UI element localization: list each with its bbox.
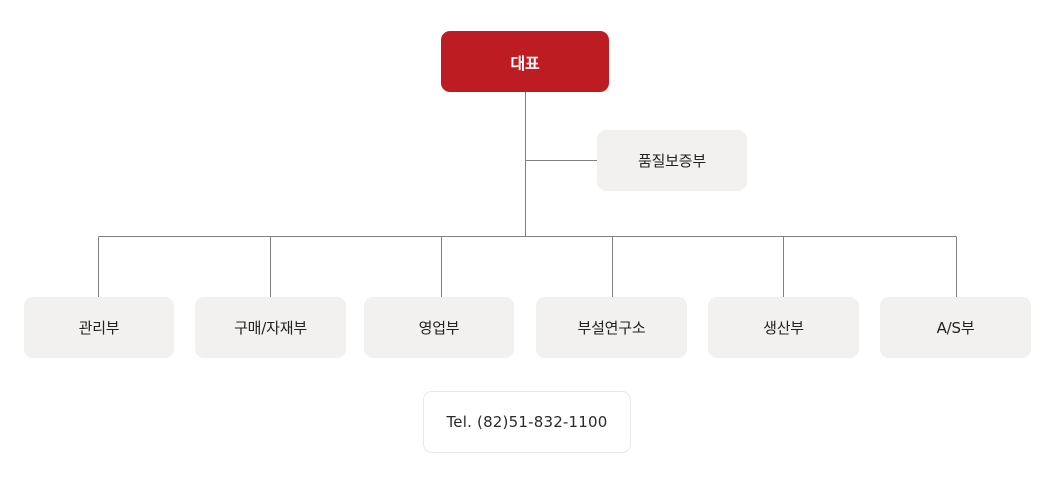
dept-node-sales: 영업부: [364, 297, 514, 358]
dept-label: 영업부: [418, 319, 460, 337]
dept-label: 생산부: [763, 319, 804, 337]
contact-phone-box: Tel. (82)51-832-1100: [423, 391, 631, 453]
dept-node-management: 관리부: [24, 297, 174, 358]
dept-node-after-service: A/S부: [880, 297, 1031, 358]
dept-label: 부설연구소: [577, 319, 646, 337]
qa-label: 품질보증부: [637, 152, 706, 170]
dept-node-purchasing: 구매/자재부: [195, 297, 346, 358]
dept-label: A/S부: [936, 319, 975, 337]
dept-label: 관리부: [78, 319, 120, 337]
dept-label: 구매/자재부: [234, 319, 307, 337]
ceo-label: 대표: [510, 53, 540, 73]
contact-phone: Tel. (82)51-832-1100: [446, 413, 608, 431]
dept-node-production: 생산부: [708, 297, 859, 358]
qa-node: 품질보증부: [597, 130, 747, 191]
dept-node-research: 부설연구소: [536, 297, 687, 358]
ceo-node: 대표: [441, 31, 609, 92]
